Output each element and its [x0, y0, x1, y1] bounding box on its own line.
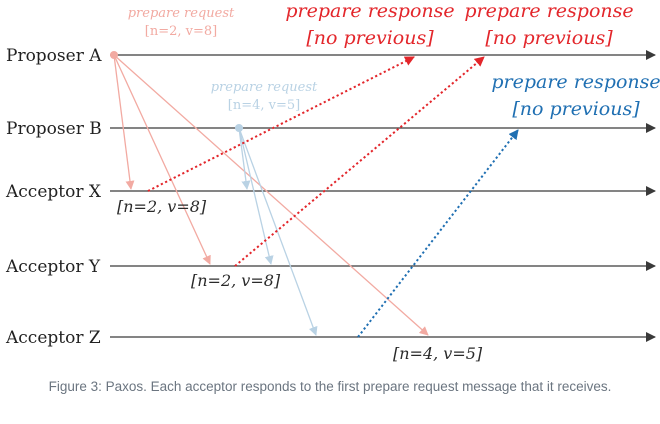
- request-b-to-y-arrow: [238, 127, 274, 265]
- acceptor-x-response-title: prepare response: [285, 0, 454, 22]
- acceptor-y-state: [n=2, v=8]: [191, 271, 281, 290]
- figure-caption: Figure 3: Paxos. Each acceptor responds …: [48, 379, 612, 394]
- response-z-to-b-arrow: [357, 129, 519, 338]
- label-proposer-b: Proposer B: [6, 119, 102, 139]
- request-a-to-z-arrow: [113, 54, 429, 336]
- response-y-to-a-arrow: [234, 56, 485, 267]
- proposer-a-request-value: [n=2, v=8]: [145, 24, 217, 39]
- proposer-a-send-point: [110, 51, 118, 59]
- proposer-a-request-title: prepare request: [128, 6, 235, 21]
- label-acceptor-y: Acceptor Y: [5, 257, 101, 277]
- proposer-b-send-point: [235, 124, 243, 132]
- proposer-a-requests: [113, 54, 429, 336]
- acceptor-z-response-value: [no previous]: [512, 98, 640, 120]
- acceptor-z-response-title: prepare response: [491, 71, 660, 93]
- request-b-to-x-arrow: [238, 127, 251, 190]
- acceptor-y-response-title: prepare response: [464, 0, 633, 22]
- acceptor-z-state: [n=4, v=5]: [393, 344, 483, 363]
- label-acceptor-x: Acceptor X: [5, 182, 102, 202]
- acceptor-x-state: [n=2, v=8]: [117, 197, 207, 216]
- request-a-to-x-arrow: [113, 54, 135, 190]
- response-x-to-a-arrow: [147, 56, 415, 192]
- request-a-to-y-arrow: [113, 54, 211, 265]
- proposer-b-request-title: prepare request: [211, 80, 318, 95]
- acceptor-y-response-value: [no previous]: [485, 27, 613, 49]
- label-proposer-a: Proposer A: [6, 46, 102, 66]
- proposer-b-request-value: [n=4, v=5]: [228, 98, 300, 113]
- acceptor-x-response-value: [no previous]: [306, 27, 434, 49]
- label-acceptor-z: Acceptor Z: [5, 328, 101, 348]
- paxos-sequence-diagram: Proposer A Proposer B Acceptor X Accepto…: [5, 0, 660, 363]
